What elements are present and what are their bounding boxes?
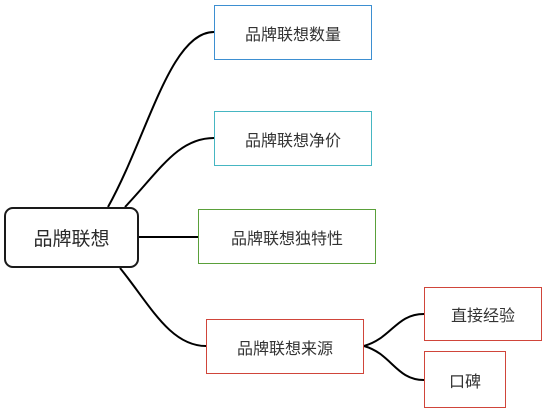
connector-source-direct-exp bbox=[363, 313, 425, 347]
node-label: 品牌联想独特性 bbox=[230, 228, 343, 248]
connector-source-word-of-mouth bbox=[363, 345, 425, 381]
connector-root-net-value bbox=[124, 137, 215, 208]
node-word-of-mouth[interactable]: 口碑 bbox=[424, 351, 506, 408]
node-label: 品牌联想 bbox=[33, 228, 110, 250]
connector-root-quantity bbox=[107, 31, 215, 208]
node-brand-association[interactable]: 品牌联想 bbox=[4, 207, 139, 268]
node-label: 品牌联想数量 bbox=[244, 24, 341, 44]
node-direct-experience[interactable]: 直接经验 bbox=[424, 287, 542, 341]
node-label: 口碑 bbox=[448, 371, 481, 391]
node-association-net-value[interactable]: 品牌联想净价 bbox=[214, 111, 372, 166]
node-label: 直接经验 bbox=[450, 306, 515, 325]
connector-root-source bbox=[119, 267, 207, 347]
node-association-uniqueness[interactable]: 品牌联想独特性 bbox=[198, 209, 376, 264]
node-association-quantity[interactable]: 品牌联想数量 bbox=[214, 5, 372, 60]
node-association-source[interactable]: 品牌联想来源 bbox=[206, 319, 364, 374]
node-label: 品牌联想净价 bbox=[244, 130, 341, 150]
node-label: 品牌联想来源 bbox=[236, 338, 333, 358]
